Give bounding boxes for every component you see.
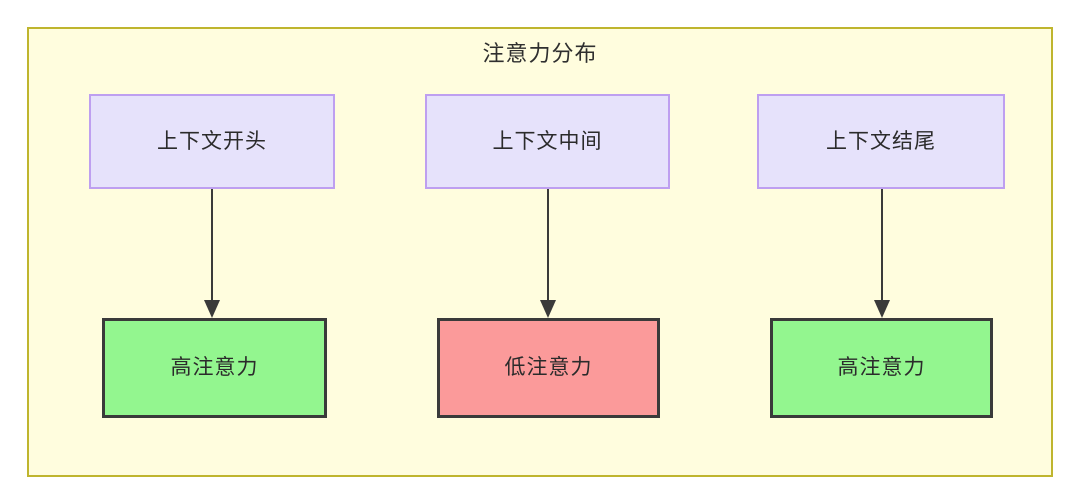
node-label: 上下文中间 — [492, 129, 603, 153]
node-label: 上下文开头 — [157, 129, 267, 153]
node-context-end[interactable]: 上下文结尾 — [757, 94, 1005, 189]
node-label: 高注意力 — [170, 356, 259, 380]
node-label: 高注意力 — [837, 356, 926, 380]
node-label: 低注意力 — [504, 356, 593, 380]
node-context-start[interactable]: 上下文开头 — [89, 94, 335, 189]
subgraph-title: 注意力分布 — [482, 41, 598, 66]
node-attention-high-end[interactable]: 高注意力 — [770, 318, 993, 418]
node-context-middle[interactable]: 上下文中间 — [425, 94, 670, 189]
node-attention-high-start[interactable]: 高注意力 — [102, 318, 327, 418]
node-label: 上下文结尾 — [826, 129, 936, 153]
node-attention-low-middle[interactable]: 低注意力 — [437, 318, 660, 418]
